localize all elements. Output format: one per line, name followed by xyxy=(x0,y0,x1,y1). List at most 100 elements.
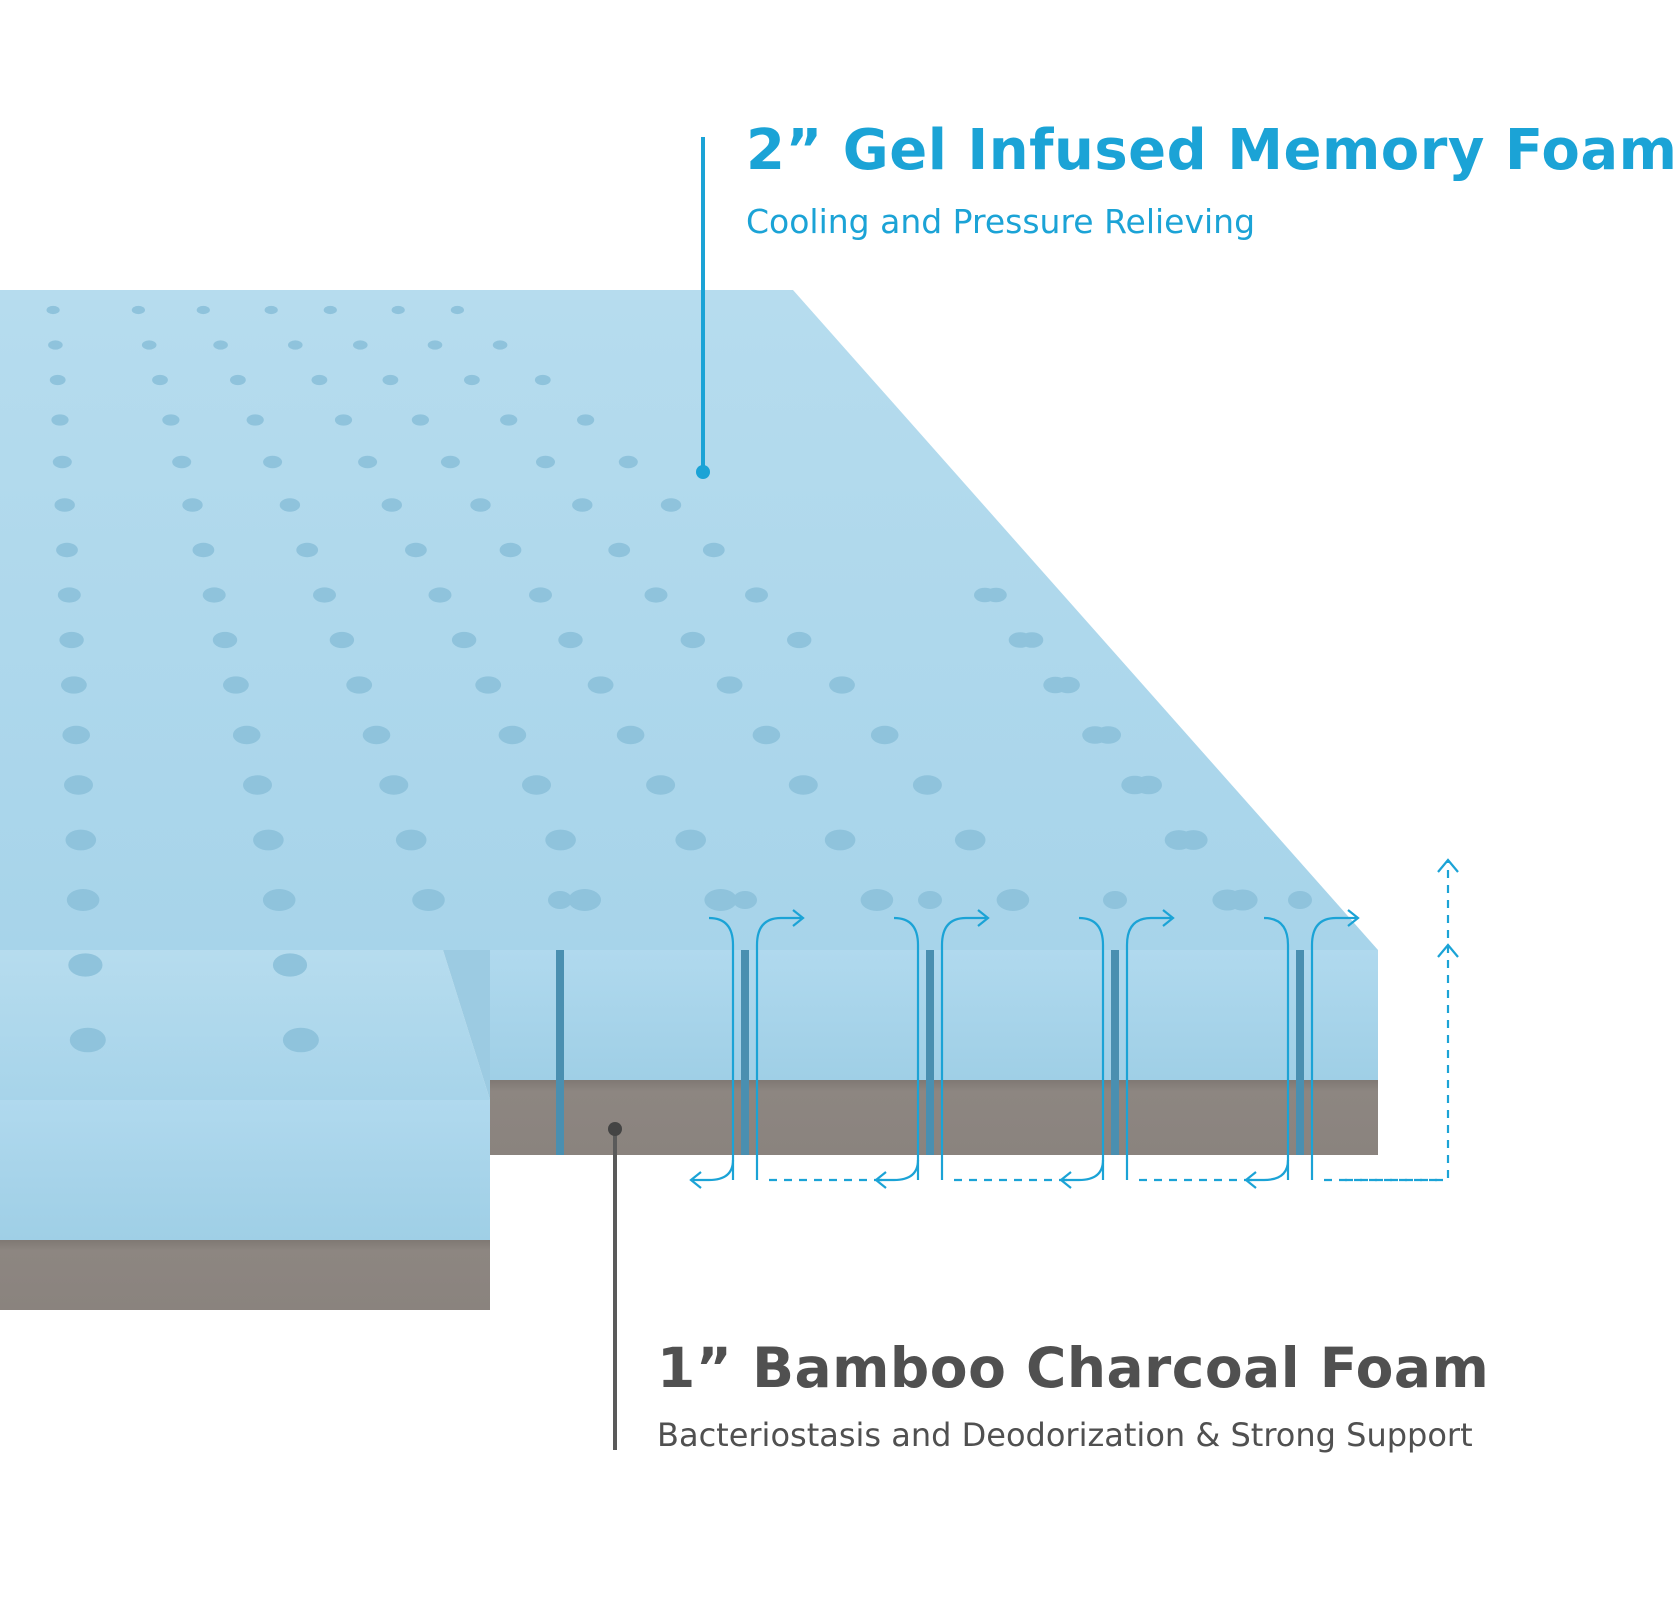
air-flow-arrow-icon xyxy=(689,1171,702,1189)
ventilation-hole-icon xyxy=(660,498,682,512)
ventilation-hole-icon xyxy=(500,414,518,426)
ventilation-hole-icon xyxy=(787,631,812,649)
ventilation-hole-icon xyxy=(213,340,228,350)
ventilation-hole-icon xyxy=(56,542,78,558)
air-flow-arrow-icon xyxy=(792,909,805,927)
ventilation-hole-icon xyxy=(223,676,249,694)
air-flow-arrow-icon xyxy=(1248,1159,1290,1182)
air-flow-arrows xyxy=(689,858,1459,1189)
ventilation-hole-icon xyxy=(608,542,631,558)
ventilation-hole-icon xyxy=(66,889,100,911)
ventilation-hole-icon xyxy=(64,775,93,795)
ventilation-hole-icon xyxy=(1212,889,1243,911)
ventilation-hole-icon xyxy=(51,414,69,426)
air-channels xyxy=(548,891,1312,1155)
ventilation-holes xyxy=(46,305,1258,1053)
ventilation-hole-icon xyxy=(733,891,757,909)
ventilation-hole-icon xyxy=(141,340,157,350)
ventilation-hole-icon xyxy=(65,829,97,851)
gel-foam-top-surface-left xyxy=(0,950,490,1100)
ventilation-hole-icon xyxy=(253,829,284,851)
ventilation-hole-icon xyxy=(558,631,583,649)
air-flow-arrow-icon xyxy=(708,916,735,1180)
ventilation-hole-icon xyxy=(587,676,614,694)
ventilation-hole-icon xyxy=(680,631,705,649)
ventilation-hole-icon xyxy=(264,305,278,315)
ventilation-hole-icon xyxy=(230,374,246,386)
charcoal-foam-front-left xyxy=(0,1240,490,1310)
ventilation-hole-icon xyxy=(450,305,464,315)
ventilation-hole-icon xyxy=(716,676,743,694)
ventilation-hole-icon xyxy=(152,374,168,386)
ventilation-hole-icon xyxy=(49,374,66,386)
ventilation-hole-icon xyxy=(529,587,552,603)
ventilation-hole-icon xyxy=(1288,891,1312,909)
ventilation-hole-icon xyxy=(1121,775,1149,795)
air-channel xyxy=(1111,950,1119,1155)
ventilation-hole-icon xyxy=(46,305,60,315)
ventilation-hole-icon xyxy=(52,455,72,469)
ventilation-hole-icon xyxy=(411,414,429,426)
air-flow-arrow-icon xyxy=(893,916,920,1180)
ventilation-hole-icon xyxy=(568,889,601,911)
ventilation-hole-icon xyxy=(974,587,996,603)
ventilation-hole-icon xyxy=(61,676,87,694)
ventilation-hole-icon xyxy=(440,455,460,469)
ventilation-hole-icon xyxy=(395,829,427,851)
ventilation-hole-icon xyxy=(212,631,238,649)
ventilation-hole-icon xyxy=(534,374,551,386)
ventilation-hole-icon xyxy=(860,889,894,911)
ventilation-hole-icon xyxy=(202,587,226,603)
ventilation-hole-icon xyxy=(196,305,210,315)
ventilation-hole-icon xyxy=(379,775,409,795)
ventilation-hole-icon xyxy=(572,498,593,512)
charcoal-layer-subtitle: Bacteriostasis and Deodorization & Stron… xyxy=(657,1416,1473,1454)
ventilation-hole-icon xyxy=(824,829,856,851)
ventilation-hole-icon xyxy=(162,414,180,426)
ventilation-hole-icon xyxy=(996,889,1030,911)
ventilation-hole-icon xyxy=(272,953,308,977)
ventilation-hole-icon xyxy=(702,542,725,558)
ventilation-hole-icon xyxy=(451,631,477,649)
ventilation-hole-icon xyxy=(427,340,443,350)
ventilation-hole-icon xyxy=(470,498,491,512)
air-flow-arrow-icon xyxy=(1063,1159,1105,1182)
ventilation-hole-icon xyxy=(618,455,638,469)
ventilation-hole-icon xyxy=(381,498,402,512)
air-flow-arrow-icon xyxy=(755,916,801,1180)
ventilation-hole-icon xyxy=(288,340,303,350)
ventilation-hole-icon xyxy=(172,455,192,469)
ventilation-hole-icon xyxy=(499,542,522,558)
air-flow-arrow-icon xyxy=(1437,943,1459,958)
ventilation-hole-icon xyxy=(675,829,706,851)
ventilation-hole-icon xyxy=(68,953,103,977)
ventilation-hole-icon xyxy=(69,1027,106,1053)
ventilation-hole-icon xyxy=(498,725,527,745)
air-flow-arrow-icon xyxy=(1347,909,1360,927)
ventilation-hole-icon xyxy=(353,340,368,350)
ventilation-hole-icon xyxy=(752,725,781,745)
ventilation-hole-icon xyxy=(405,542,427,558)
ventilation-hole-icon xyxy=(279,498,301,512)
ventilation-hole-icon xyxy=(704,889,737,911)
air-flow-arrow-icon xyxy=(693,1159,735,1182)
ventilation-hole-icon xyxy=(329,631,355,649)
ventilation-hole-icon xyxy=(918,891,942,909)
ventilation-hole-icon xyxy=(182,498,203,512)
ventilation-hole-icon xyxy=(131,305,145,315)
gel-foam-top-surface xyxy=(0,290,1378,950)
ventilation-hole-icon xyxy=(262,889,296,911)
callout-dot-icon xyxy=(696,465,710,479)
ventilation-hole-icon xyxy=(522,775,551,795)
ventilation-hole-icon xyxy=(48,340,63,350)
air-flow-arrow-icon xyxy=(1244,1171,1257,1189)
ventilation-hole-icon xyxy=(296,542,319,558)
ventilation-hole-icon xyxy=(788,775,818,795)
mattress-topper-illustration xyxy=(0,137,1459,1450)
ventilation-hole-icon xyxy=(912,775,942,795)
air-flow-arrow-icon xyxy=(1310,916,1356,1180)
callout-dot-icon xyxy=(608,1122,622,1136)
ventilation-hole-icon xyxy=(475,676,502,694)
ventilation-hole-icon xyxy=(362,725,391,745)
air-channel xyxy=(741,950,749,1155)
